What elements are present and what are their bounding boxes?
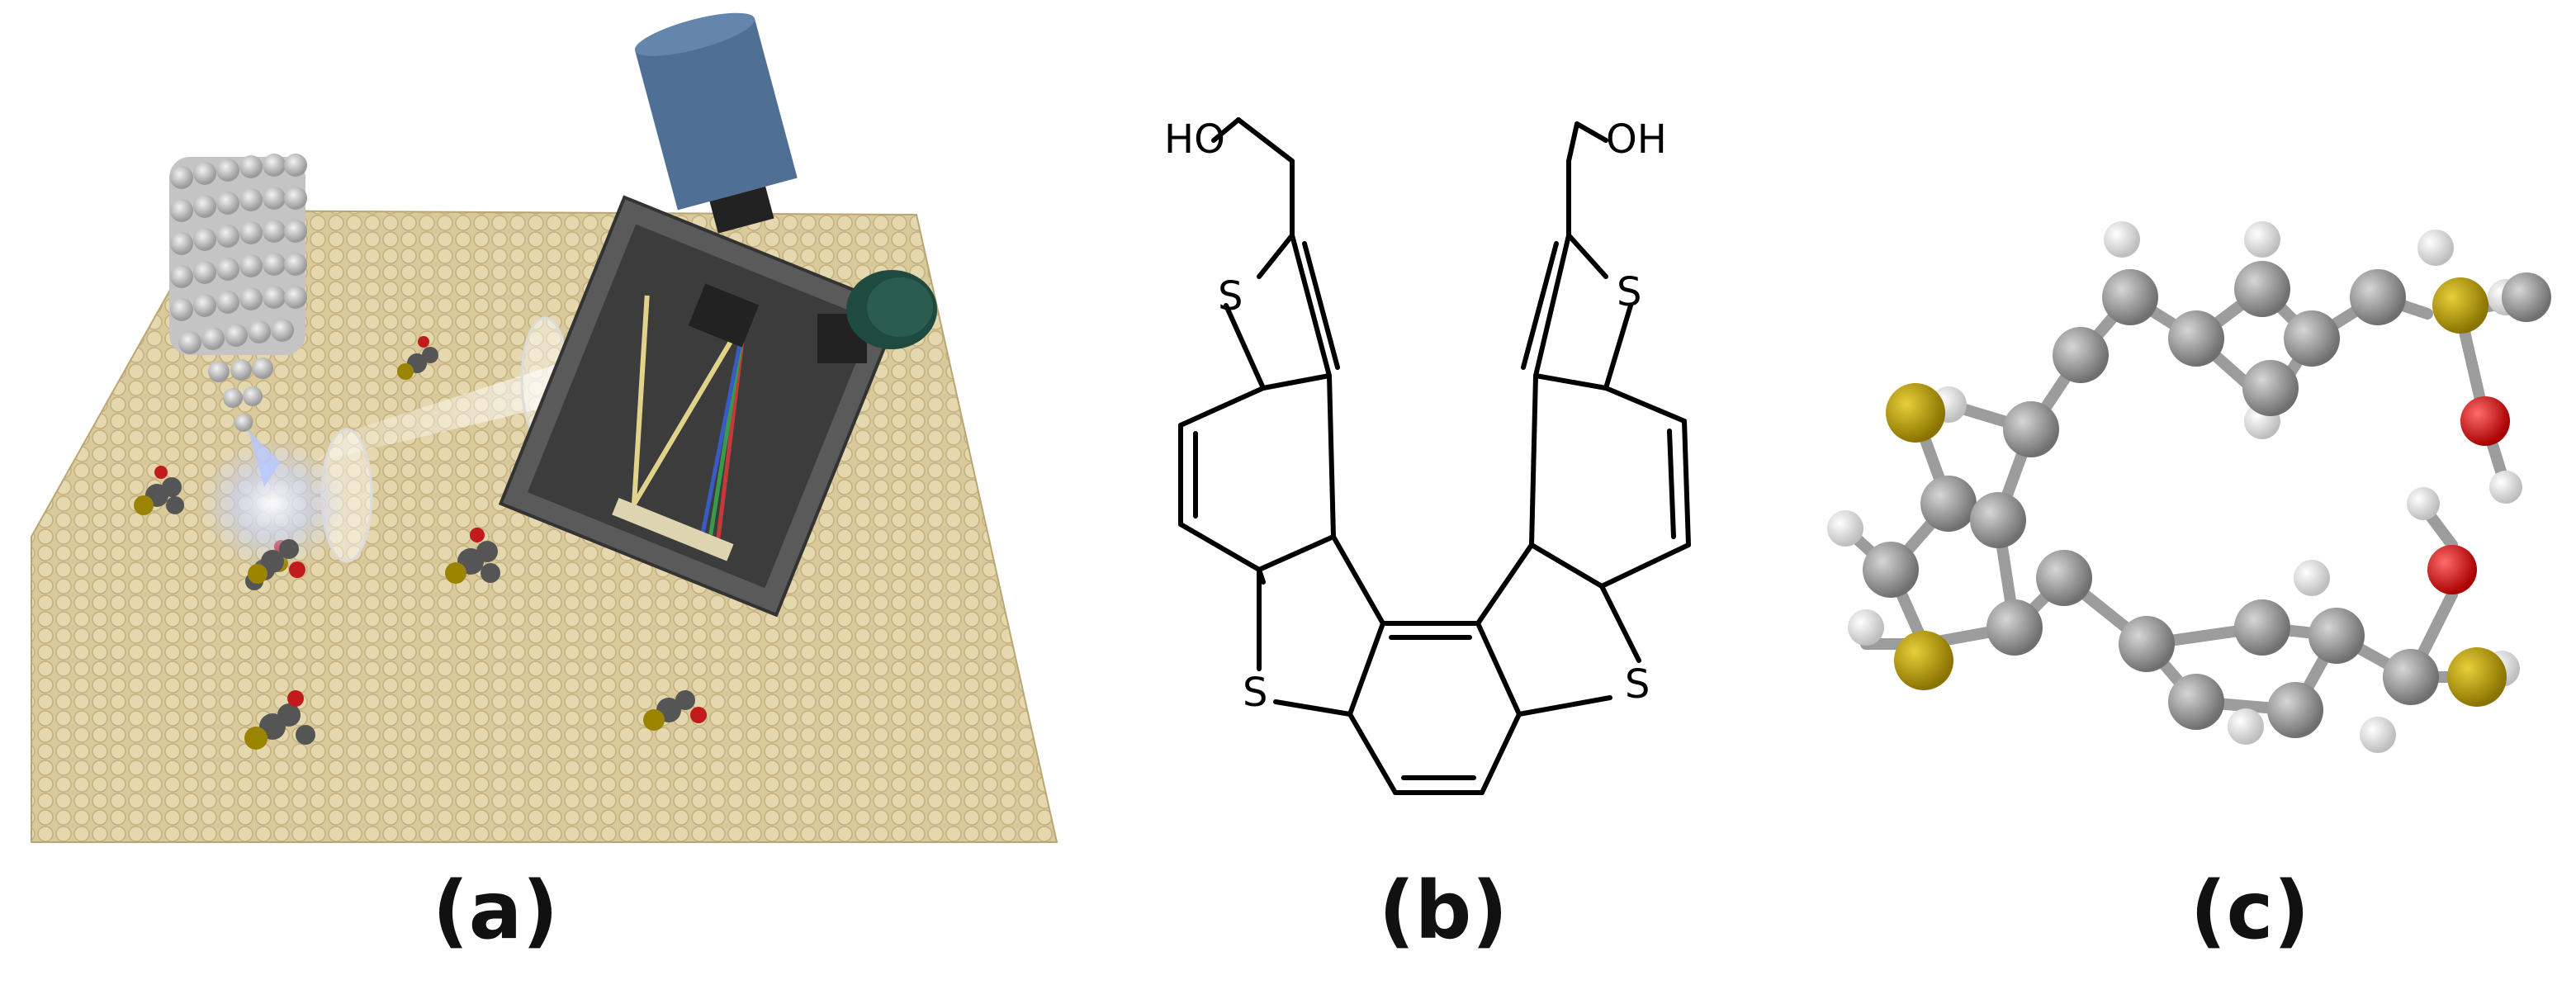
carbon-atom (1986, 599, 2043, 656)
molecule-under-tip (248, 539, 305, 584)
carbon-atom (1920, 476, 1977, 532)
tip-glow (198, 438, 347, 570)
detector (634, 12, 798, 234)
sulfur-label-1: S (1218, 273, 1243, 320)
carbon-atom (2234, 261, 2290, 317)
carbon-atom (2350, 269, 2406, 325)
oxygen-atom (2460, 396, 2510, 446)
spectrometer (498, 195, 902, 618)
carbon-atom (2003, 401, 2059, 457)
panel-c-ball-and-stick (1734, 0, 2576, 859)
carbon-atom (2053, 327, 2109, 383)
hydrogen-atom (2489, 471, 2522, 504)
carbon-atom (2168, 310, 2224, 367)
carbon-atom (2234, 599, 2290, 656)
skeletal-formula: HO OH S S S S (1164, 116, 1691, 795)
carbon-atom (2267, 682, 2323, 738)
carbon-atom (2036, 550, 2092, 606)
sulfur-label-4: S (1625, 661, 1650, 708)
light-beam (314, 347, 627, 462)
oxygen-atom (2427, 545, 2477, 594)
hydrogen-atom (2244, 221, 2280, 258)
sulfur-atom (1894, 631, 1953, 690)
hydrogen-atom (2360, 717, 2396, 753)
hydrogen-atom (2407, 487, 2440, 520)
sulfur-label-2: S (1617, 269, 1641, 315)
hydrogen-atom (1827, 510, 1863, 547)
carbon-atom (1863, 542, 1919, 598)
hydroxyl-right-label: OH (1606, 116, 1667, 163)
sulfur-label-3: S (1243, 670, 1267, 716)
hydrogen-atom (2104, 221, 2140, 258)
hydrogen-atom (1848, 609, 1884, 646)
carbon-atom (2102, 269, 2158, 325)
caption-c: (c) (2190, 864, 2310, 957)
panel-b-structure: HO OH S S S S (1148, 0, 1742, 859)
sulfur-atom (2447, 647, 2507, 707)
stm-tip (169, 154, 307, 487)
carbon-atom (2284, 310, 2340, 367)
carbon-atom (2383, 649, 2439, 705)
hydrogen-atom (2417, 230, 2454, 266)
carbon-atom (1970, 492, 2026, 548)
knob (817, 270, 937, 363)
hydrogen-atom (2228, 708, 2264, 745)
carbon-atom (2119, 616, 2175, 672)
stm-raman-illustration (31, 12, 1058, 843)
bonds (1178, 117, 1691, 795)
ball-and-stick-model (1827, 221, 2551, 753)
hydrogen-atom (2294, 560, 2330, 596)
carbon-atom (2308, 608, 2365, 664)
sulfur-atom (1886, 383, 1945, 443)
hydroxyl-left-label: HO (1164, 116, 1225, 163)
model-atoms (1827, 221, 2551, 753)
adsorbed-molecules (134, 336, 707, 750)
panel-a-illustration (0, 0, 1073, 859)
caption-b: (b) (1378, 864, 1508, 957)
carbon-atom (2502, 272, 2551, 322)
sulfur-atom (2432, 277, 2488, 334)
carbon-atom (2168, 674, 2224, 730)
caption-a: (a) (432, 864, 559, 957)
carbon-atom (2242, 360, 2299, 416)
